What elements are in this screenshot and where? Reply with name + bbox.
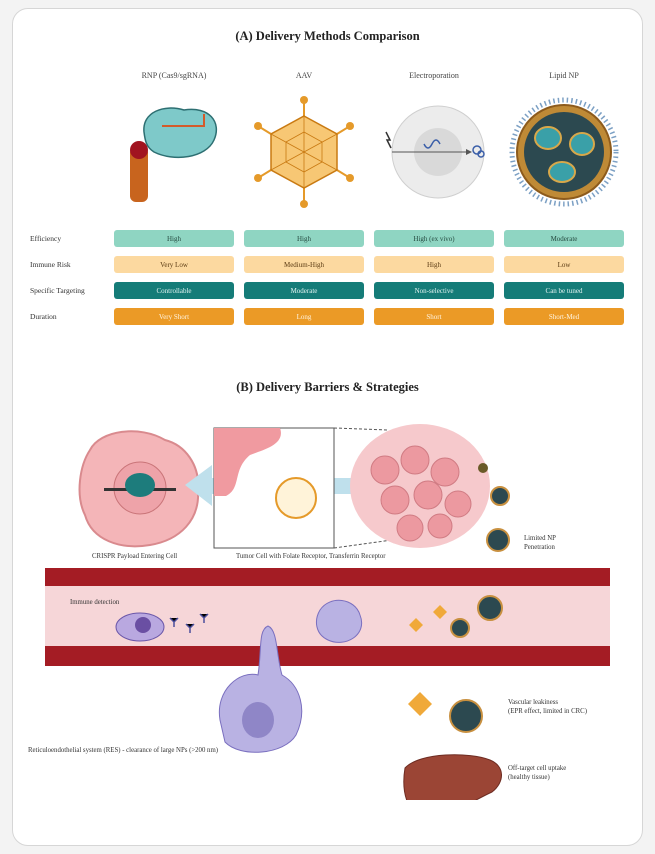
column-header-rnp: RNP (Cas9/sgRNA) xyxy=(141,71,207,80)
table-cell: Medium-High xyxy=(244,256,364,273)
table-cell: Very Short xyxy=(114,308,234,325)
column-header-electroporation: Electroporation xyxy=(409,71,459,80)
monocyte-icon xyxy=(315,600,363,643)
table-cell: Long xyxy=(244,308,364,325)
table-cell: Moderate xyxy=(244,282,364,299)
off-target-label: Off-target cell uptake (healthy tissue) xyxy=(508,765,567,782)
res-clearance-label: Reticuloendothelial system (RES) - clear… xyxy=(28,747,219,754)
row-label-efficiency: Efficiency xyxy=(30,234,62,243)
barriers-illustration xyxy=(45,424,610,800)
table-cell: Non-selective xyxy=(374,282,494,299)
dna-cylinder-icon xyxy=(130,147,148,202)
protein-core-icon xyxy=(130,141,148,159)
immune-detection-label: Immune detection xyxy=(70,599,120,606)
targeted-np-icon xyxy=(275,477,317,519)
electric-pulse-icon xyxy=(385,131,392,149)
res-macrophage-icon xyxy=(218,625,303,753)
row-label-specific-targeting: Specific Targeting xyxy=(30,286,85,295)
limited-np-label: Limited NP Penetration xyxy=(524,535,556,552)
lipid-np-illustration xyxy=(509,97,619,207)
table-cell: Moderate xyxy=(504,230,624,247)
aav-illustration xyxy=(254,96,354,208)
vessel-wall-top xyxy=(45,568,610,586)
section-a-title: (A) Delivery Methods Comparison xyxy=(235,29,420,43)
tumor-cell-label: Tumor Cell with Folate Receptor, Transfe… xyxy=(236,553,386,560)
epr-np-icon xyxy=(449,699,483,733)
liver-icon xyxy=(403,754,502,800)
table-cell: Short-Med xyxy=(504,308,624,325)
table-cell: Can be tuned xyxy=(504,282,624,299)
limited-penetration-np-icon xyxy=(486,528,510,552)
sgrna-strand-icon xyxy=(162,114,205,127)
vascular-leakiness-label: Vascular leakiness (EPR effect, limited … xyxy=(508,699,587,716)
dna-fragment-icon xyxy=(423,139,441,149)
leaked-np-icon xyxy=(408,692,432,716)
table-cell: High (ex vivo) xyxy=(374,230,494,247)
rnp-illustration xyxy=(130,107,218,202)
section-b-title: (B) Delivery Barriers & Strategies xyxy=(236,380,419,394)
row-label-duration: Duration xyxy=(30,312,57,321)
table-cell: Short xyxy=(374,308,494,325)
row-label-immune-risk: Immune Risk xyxy=(30,260,71,269)
table-cell: Controllable xyxy=(114,282,234,299)
crispr-payload-label: CRISPR Payload Entering Cell xyxy=(92,553,178,560)
cas9-protein-icon xyxy=(143,107,218,159)
column-header-aav: AAV xyxy=(295,71,313,80)
electroporation-illustration xyxy=(385,105,485,199)
table-cell: High xyxy=(114,230,234,247)
column-header-lipid-np: Lipid NP xyxy=(549,71,579,80)
table-cell: High xyxy=(374,256,494,273)
table-cell: Very Low xyxy=(114,256,234,273)
table-cell: High xyxy=(244,230,364,247)
table-cell: Low xyxy=(504,256,624,273)
crispr-complex-icon xyxy=(125,473,155,497)
vessel-wall-bottom xyxy=(45,646,610,666)
